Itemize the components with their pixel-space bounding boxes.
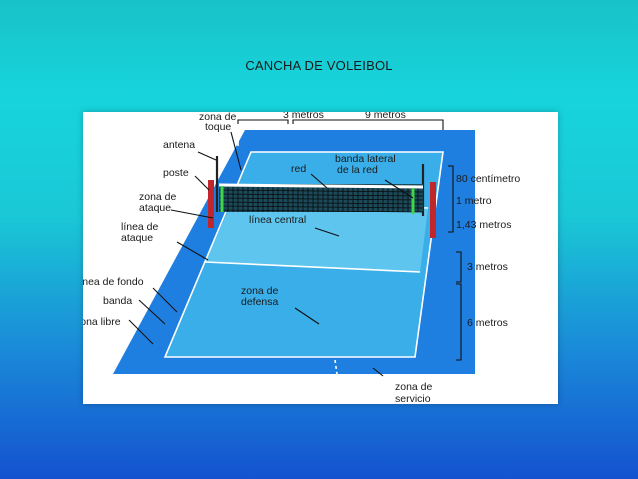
leader-banda-lateral [384,179,414,199]
attack-zone [205,200,428,272]
leader-linea-central [314,227,340,237]
label-red: red [291,163,306,175]
leader-antena [197,151,217,161]
right-post [430,182,436,238]
dimension-brackets [237,119,462,361]
label-1-metro: 1 metro [456,195,492,207]
leader-zona-servicio [372,367,384,377]
label-zona-ataque-1: zona de [139,191,177,203]
net-mesh-horizontal [218,201,424,205]
label-3-metros-top: 3 metros [283,112,324,121]
slide-title: CANCHA DE VOLEIBOL [245,58,393,73]
court-diagram-svg: zona de toque 3 metros 9 metros antena p… [83,112,520,404]
leader-lines [128,131,414,377]
label-1-43: 1,43 metros [456,219,511,231]
label-9-metros: 9 metros [365,112,406,121]
label-banda-lateral-1: banda lateral [335,153,396,165]
label-linea-fondo: línea de fondo [83,276,144,288]
net [218,183,424,214]
boundary-lines [163,151,444,358]
leader-zona-defensa [294,307,320,325]
label-zona-toque-2: toque [205,121,231,133]
labels: zona de toque 3 metros 9 metros antena p… [83,112,520,404]
leader-poste [194,175,210,191]
net-mesh-horizontal [218,189,424,193]
label-zona-servicio-2: servicio [395,393,431,404]
label-80-cm: 80 centímetro [456,173,520,185]
label-zona-libre: zona libre [83,316,121,328]
label-linea-central: línea central [249,214,306,226]
label-linea-ataque-2: ataque [121,232,153,244]
net-mesh-horizontal [218,193,424,197]
bracket-3m-right [456,251,462,283]
leader-red [310,173,328,189]
label-6-metros: 6 metros [467,317,508,329]
bracket-net-height [448,165,454,233]
leader-zona-ataque [170,209,214,219]
label-antena: antena [163,139,195,151]
service-zone-mark [334,359,338,375]
bracket-9m-top [292,119,444,130]
label-banda: banda [103,295,132,307]
left-post [208,180,214,228]
label-banda-lateral-2: de la red [337,164,378,176]
volleyball-court-diagram: zona de toque 3 metros 9 metros antena p… [83,112,558,404]
leader-linea-ataque [176,241,209,261]
net-mesh-horizontal [218,209,424,213]
label-zona-defensa-2: defensa [241,296,279,308]
label-poste: poste [163,167,189,179]
attack-line [204,261,421,273]
label-zona-ataque-2: ataque [139,202,171,214]
leader-zona-libre [128,319,154,345]
label-3-metros-right: 3 metros [467,261,508,273]
net-top-band [218,183,424,189]
label-zona-servicio-1: zona de [395,381,433,393]
leader-banda [138,299,166,325]
bracket-3m-top [237,119,289,124]
net-mesh-horizontal [218,197,424,201]
bracket-6m-right [456,283,462,361]
net-mesh-horizontal [218,205,424,209]
label-linea-ataque-1: línea de [121,221,159,233]
label-zona-toque-1: zona de [199,112,237,123]
leader-zona-toque [230,131,242,171]
leader-linea-fondo [152,287,178,313]
label-zona-defensa-1: zona de [241,285,279,297]
